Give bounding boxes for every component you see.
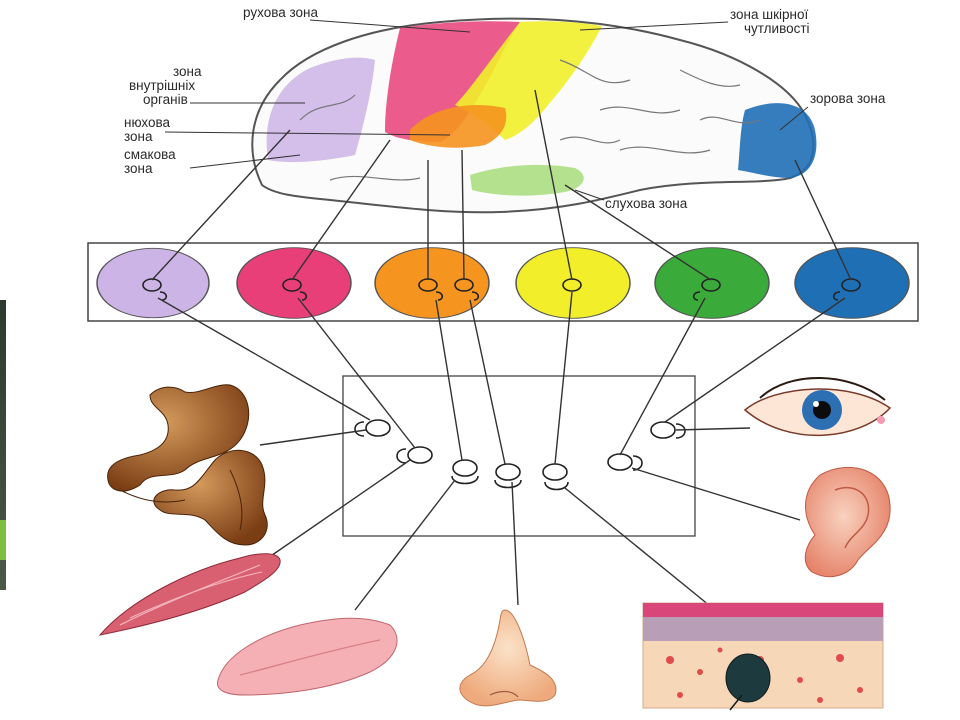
smell-taste-zone [410, 104, 507, 148]
internal-zone-label-line3: органів [143, 92, 188, 107]
center-neurons [142, 278, 861, 301]
eye-illustration [743, 377, 892, 436]
receptor-relay-box [342, 375, 696, 537]
brain-gyri [299, 59, 761, 181]
skin-zone-label-line2: чутливості [744, 21, 810, 36]
skin-section-illustration [642, 602, 884, 711]
internal-zone-label-line1: зона [173, 64, 202, 79]
smell-zone-label-line1: нюхова [124, 115, 171, 130]
stomach-intestine-illustration [107, 384, 268, 546]
auditory-zone-label: слухова зона [605, 196, 688, 211]
brain-centers-box [87, 242, 919, 322]
skin-zone-label-line1: зона шкірної [730, 7, 808, 22]
motor-zone-label: рухова зона [243, 5, 318, 20]
center-visual [794, 247, 910, 319]
nose-illustration [459, 609, 557, 707]
center-auditory [654, 247, 770, 319]
taste-zone-label-line2: зона [124, 161, 153, 176]
relay-to-organ-pathways [259, 427, 801, 611]
center-circles [96, 247, 910, 319]
muscle-illustration [98, 553, 281, 636]
taste-zone-label-line1: смакова [124, 147, 176, 162]
ear-illustration [804, 466, 891, 578]
center-internal-organs [96, 247, 210, 319]
side-accent [0, 520, 6, 560]
center-skin [515, 247, 631, 319]
brain-to-center-pathways [151, 89, 852, 281]
tongue-illustration [216, 617, 398, 696]
visual-zone-label: зорова зона [810, 91, 886, 106]
side-bar [0, 300, 6, 590]
smell-zone-label-line2: зона [124, 129, 153, 144]
relay-neurons [354, 419, 686, 491]
center-to-relay-pathways [157, 291, 846, 465]
visual-zone [738, 103, 817, 178]
center-smell-taste [374, 247, 490, 319]
motor-zone [385, 21, 520, 142]
center-motor [236, 247, 352, 319]
auditory-zone [470, 164, 584, 196]
internal-organs-zone [266, 57, 375, 163]
brain-labels: рухова зона зона шкірної чутливості зона… [124, 5, 886, 211]
internal-zone-label-line2: внутрішніх [129, 78, 195, 93]
label-leader-lines [164, 19, 809, 201]
brain [251, 17, 817, 214]
